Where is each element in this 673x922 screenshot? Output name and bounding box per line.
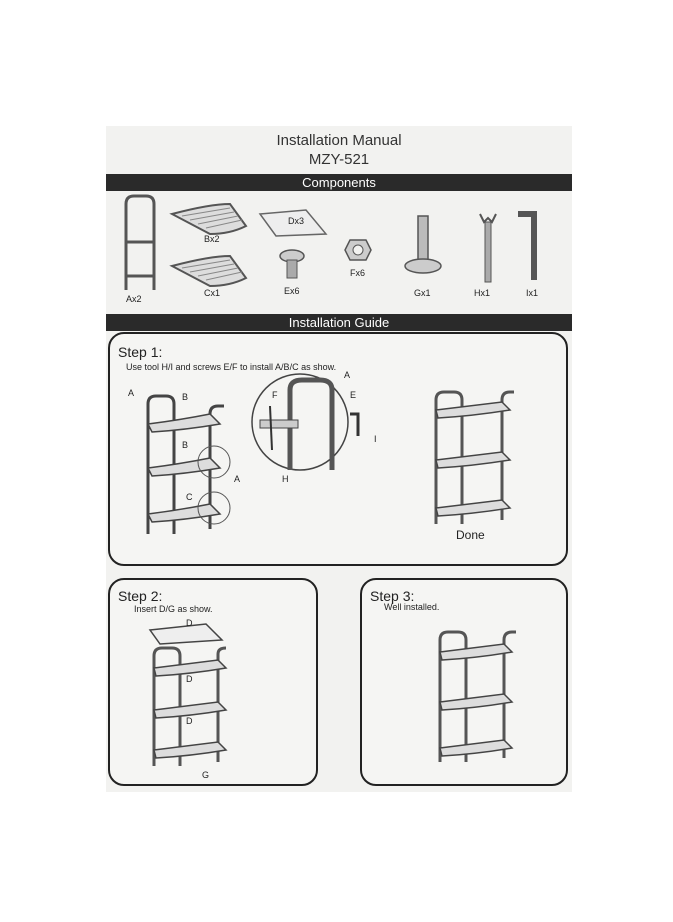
step3-description: Well installed. (384, 602, 440, 612)
foot-part-g (404, 215, 442, 274)
step1-callout-a: A (128, 388, 135, 398)
step1-callout-h: H (282, 474, 289, 484)
step2-description: Insert D/G as show. (134, 604, 213, 614)
step1-callout-e: E (350, 390, 357, 400)
step2-callout-g: G (202, 770, 210, 780)
part-label-i: Ix1 (526, 288, 539, 298)
part-label-g: Gx1 (414, 288, 431, 298)
step1-shelf-diagram (146, 394, 231, 534)
step1-description: Use tool H/I and screws E/F to install A… (126, 362, 337, 372)
step2-callout-d-mid: D (186, 674, 193, 684)
part-label-d: Dx3 (288, 216, 305, 226)
allen-key-part-i (518, 211, 537, 280)
step1-panel: Step 1: Use tool H/I and screws E/F to i… (108, 332, 568, 566)
step1-title: Step 1: (118, 344, 163, 360)
step2-callout-d-low: D (186, 716, 193, 726)
frame-part-a (124, 194, 156, 290)
nut-part-f (344, 239, 372, 261)
step1-callout-a-detail: A (344, 370, 351, 380)
step3-panel: Step 3: Well installed. (360, 578, 568, 786)
step3-title: Step 3: (370, 588, 415, 604)
part-label-c: Cx1 (204, 288, 221, 298)
step2-callout-d-top: D (186, 618, 193, 628)
manual-title: Installation Manual (276, 132, 402, 149)
step2-title: Step 2: (118, 588, 163, 604)
step1-callout-a-lower: A (234, 474, 241, 484)
step1-callout-b-mid: B (182, 440, 189, 450)
shelf-part-c (169, 254, 248, 288)
shelf-part-b (169, 202, 248, 236)
wrench-part-h (479, 213, 497, 283)
installation-guide-bar: Installation Guide (106, 314, 572, 331)
components-bar: Components (106, 174, 572, 191)
step3-shelf-diagram (438, 630, 516, 762)
part-label-e: Ex6 (284, 286, 300, 296)
step1-callout-b-top: B (182, 392, 189, 402)
panel-part-d (258, 209, 328, 237)
manual-sheet: Installation Manual MZY-521 Components A… (106, 126, 572, 792)
step1-callout-c: C (186, 492, 193, 502)
step1-done-diagram (434, 390, 514, 524)
step2-shelf-diagram (148, 623, 228, 766)
part-label-f: Fx6 (350, 268, 366, 278)
step1-done-label: Done (456, 528, 485, 542)
step1-callout-f: F (272, 390, 278, 400)
part-label-b: Bx2 (204, 234, 220, 244)
step1-detail-diagram (251, 373, 360, 471)
part-label-a: Ax2 (126, 294, 142, 304)
model-number: MZY-521 (308, 151, 370, 168)
step1-callout-i: I (374, 434, 377, 444)
screw-part-e (279, 249, 305, 279)
step2-panel: Step 2: Insert D/G as show. D D D G (108, 578, 318, 786)
part-label-h: Hx1 (474, 288, 491, 298)
